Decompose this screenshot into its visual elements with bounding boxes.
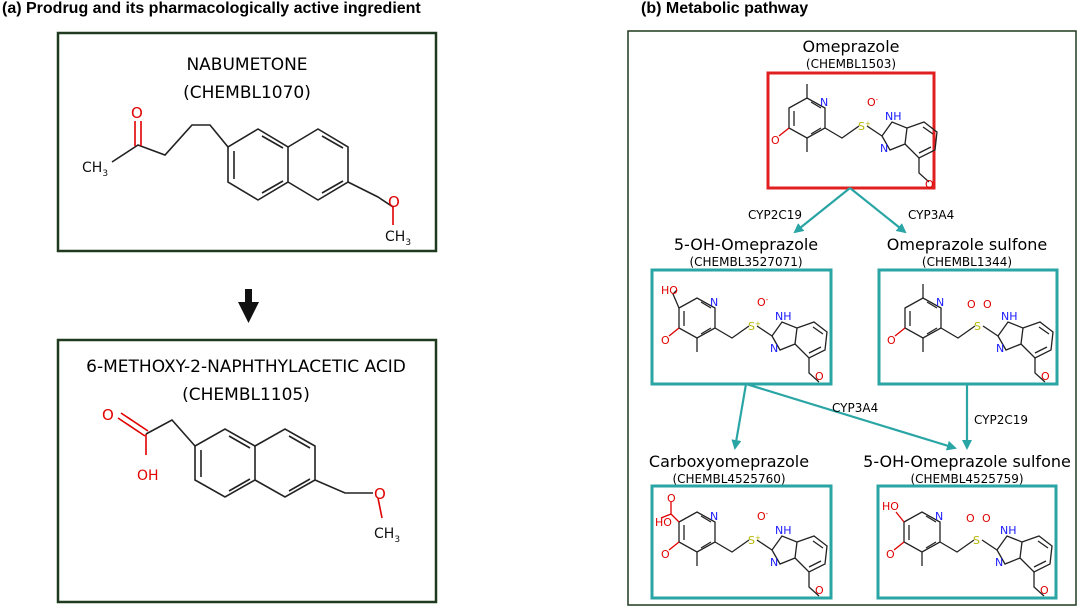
svg-text:N: N	[935, 510, 943, 523]
svg-text:O: O	[887, 334, 896, 347]
nabumetone-box	[56, 31, 438, 253]
svg-text:O: O	[667, 492, 676, 505]
svg-text:S: S	[973, 534, 980, 547]
enzyme-cyp2c19-a: CYP2C19	[748, 208, 802, 222]
active-structure	[117, 412, 383, 519]
svg-text:NH: NH	[775, 524, 792, 537]
svg-text:N: N	[936, 296, 944, 309]
svg-text:S+: S+	[748, 320, 761, 333]
svg-text:O: O	[771, 134, 780, 147]
svg-text:O-: O-	[867, 96, 879, 109]
nabumetone-ether-o: O	[388, 193, 400, 211]
prodrug-conversion-arrow	[238, 289, 259, 323]
carboxyomeprazole-box	[650, 484, 833, 600]
svg-text:O: O	[966, 512, 975, 525]
svg-text:O: O	[982, 512, 991, 525]
nabumetone-structure	[111, 121, 394, 225]
carboxyomeprazole-name: Carboxyomeprazole	[649, 452, 809, 471]
svg-text:N: N	[770, 342, 778, 355]
svg-text:O: O	[886, 548, 895, 561]
svg-text:NH: NH	[775, 310, 792, 323]
svg-text:N: N	[820, 96, 828, 109]
svg-text:O: O	[815, 370, 824, 383]
5oh-omeprazole-structure: N HO O S+ O- NH N O	[661, 284, 828, 383]
svg-text:S: S	[974, 320, 981, 333]
enzyme-cyp2c19-b: CYP2C19	[974, 413, 1028, 427]
svg-text:NH: NH	[1001, 310, 1018, 323]
arrow-to-carboxy	[731, 383, 748, 450]
nabumetone-name: NABUMETONE	[186, 55, 307, 75]
acid-ome-methyl: CH3	[374, 526, 400, 545]
svg-text:HO: HO	[661, 284, 678, 297]
active-box	[56, 338, 438, 604]
acid-carbonyl-o: O	[102, 406, 114, 424]
arrow-5oh-to-5oh-sulfone	[745, 382, 957, 451]
panel-b-title: (b) Metabolic pathway	[641, 0, 809, 17]
5oh-omeprazole-sulfone-id: (CHEMBL4525759)	[910, 472, 1023, 486]
svg-text:O: O	[925, 178, 934, 191]
5oh-omeprazole-box	[650, 268, 833, 386]
5oh-omeprazole-id: (CHEMBL3527071)	[689, 255, 802, 269]
5oh-omeprazole-sulfone-name: 5-OH-Omeprazole sulfone	[863, 452, 1071, 471]
svg-text:S+: S+	[858, 120, 871, 133]
svg-text:O-: O-	[757, 510, 769, 523]
svg-text:O: O	[661, 334, 670, 347]
omeprazole-structure: N O S+ O- NH N O	[771, 84, 938, 191]
nabumetone-keto-o: O	[131, 104, 143, 122]
active-id: (CHEMBL1105)	[182, 385, 310, 405]
carboxyomeprazole-structure: N O HO O S+ O- NH N O	[655, 492, 828, 597]
panel-a-title: (a) Prodrug and its pharmacologically ac…	[2, 0, 421, 17]
5oh-omeprazole-name: 5-OH-Omeprazole	[674, 235, 818, 254]
svg-text:O: O	[815, 584, 824, 597]
svg-text:HO: HO	[882, 500, 899, 513]
omeprazole-sulfone-name: Omeprazole sulfone	[887, 235, 1047, 254]
omeprazole-sulfone-box	[877, 268, 1059, 386]
active-name: 6-METHOXY-2-NAPHTHYLACETIC ACID	[86, 357, 406, 377]
arrow-to-sulfone	[849, 187, 907, 234]
5oh-omeprazole-sulfone-box	[876, 484, 1058, 600]
nabumetone-id: (CHEMBL1070)	[183, 83, 311, 103]
svg-text:N: N	[770, 556, 778, 569]
svg-text:N: N	[995, 556, 1003, 569]
nabumetone-methyl: CH3	[82, 160, 108, 179]
acid-ether-o: O	[374, 485, 386, 503]
omeprazole-sulfone-structure: N O S O O NH N O	[887, 284, 1054, 383]
svg-text:O: O	[967, 298, 976, 311]
enzyme-cyp3a4-a: CYP3A4	[908, 208, 954, 222]
5oh-omeprazole-sulfone-structure: N HO O S O O NH N O	[882, 500, 1053, 597]
svg-text:O: O	[661, 548, 670, 561]
svg-text:NH: NH	[885, 110, 902, 123]
svg-text:O: O	[983, 298, 992, 311]
omeprazole-sulfone-id: (CHEMBL1344)	[922, 255, 1012, 269]
svg-text:S+: S+	[748, 534, 761, 547]
svg-text:N: N	[880, 142, 888, 155]
svg-text:HO: HO	[655, 516, 672, 529]
omeprazole-id: (CHEMBL1503)	[806, 57, 896, 71]
svg-text:O-: O-	[757, 296, 769, 309]
carboxyomeprazole-id: (CHEMBL4525760)	[672, 472, 785, 486]
svg-text:N: N	[996, 342, 1004, 355]
svg-text:O: O	[1040, 584, 1049, 597]
omeprazole-name: Omeprazole	[802, 37, 899, 56]
enzyme-cyp3a4-b: CYP3A4	[832, 401, 878, 415]
svg-text:N: N	[710, 296, 718, 309]
nabumetone-ome-methyl: CH3	[385, 229, 411, 248]
svg-text:O: O	[1041, 370, 1050, 383]
pathway-panel	[627, 30, 1077, 606]
svg-text:NH: NH	[1000, 524, 1017, 537]
svg-text:N: N	[710, 510, 718, 523]
arrow-to-5oh	[793, 187, 851, 234]
acid-hydroxyl: OH	[137, 468, 159, 484]
